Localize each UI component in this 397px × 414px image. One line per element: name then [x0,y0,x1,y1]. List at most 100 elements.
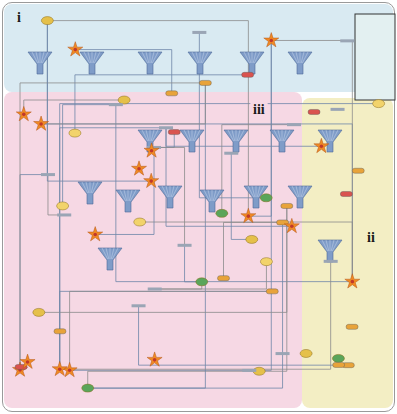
pathway-wire [166,128,292,227]
pathway-wire [222,125,294,214]
protein-pill [15,364,27,369]
text-placeholder-bar [242,369,256,372]
protein-pill [218,276,230,281]
pathway-wire [48,175,64,215]
protein-blob [118,96,130,104]
receptor-stripe [232,130,235,141]
kinase-star [68,42,83,56]
receptor-stripe [228,130,234,141]
pathway-wire [199,32,266,197]
pathway-wire [20,175,48,370]
receptor-stripe [162,186,168,197]
receptor-stripe [150,130,151,141]
receptor-stripe [151,52,154,63]
receptor-stripe [192,130,193,141]
receptor-stripe [171,186,174,197]
region-band: iii [4,92,302,408]
region-band: i [4,4,393,92]
receptor-stripe [196,52,199,63]
kinase-star [314,138,329,152]
pathway-wire [271,40,352,281]
receptor-stripe [322,240,328,251]
pathway-wire [140,222,353,282]
receptor-stripe [142,130,148,141]
receptor-symbol [158,186,182,208]
receptor-symbol [270,130,294,152]
pathway-wire [60,128,166,369]
pathway-wire [248,40,271,216]
receptor-stripe [92,182,98,193]
receptor-stripe [296,186,299,197]
pathway-wire [41,124,352,282]
receptor-stripe [253,52,256,63]
receptor-symbol [116,190,140,212]
pathway-wire [47,21,49,175]
text-placeholder-bar [148,288,162,291]
pathway-wire [41,83,205,124]
pathway-wire [70,40,272,370]
receptor-stripe [151,130,154,141]
kinase-star [16,106,31,120]
receptor-stripe [40,52,41,63]
receptor-stripe [86,182,89,193]
kinase-core [58,367,62,371]
receptor-stripe [213,190,216,201]
receptor-stripe [292,52,298,63]
protein-blob [253,367,265,375]
pathway-wire [224,222,283,278]
receptor-stripe [41,52,44,63]
protein-pill [352,168,364,173]
pathway-wire [60,104,379,370]
protein-pill [346,324,358,329]
pathway-wire [60,261,331,369]
receptor-stripe [257,186,260,197]
kinase-star [264,33,279,47]
receptor-stripe [331,130,334,141]
receptor-symbol [80,52,104,74]
receptor-stripe [36,52,39,63]
protein-pill [340,191,352,196]
receptor-stripe [188,130,191,141]
receptor-stripe [252,52,253,63]
receptor-stripe [201,52,204,63]
kinase-core [149,179,153,183]
receptor-symbol [244,186,268,208]
pathway-wire [88,83,206,388]
receptor-stripe [111,248,114,259]
text-placeholder-bar [57,213,71,216]
pathway-wire [231,153,251,239]
receptor-stripe [142,52,148,63]
protein-blob [246,235,258,243]
protein-pill [308,109,320,114]
pathway-wire [63,105,116,206]
text-placeholder-bar [192,31,206,34]
receptor-stripe [90,182,91,193]
kinase-core [150,149,154,153]
kinase-core [18,368,22,372]
protein-blob [41,17,53,25]
protein-blob [373,100,385,108]
protein-pill [54,329,66,334]
receptor-stripe [172,186,178,197]
protein-blob [82,384,94,392]
protein-blob [260,258,272,266]
receptor-stripe [84,52,90,63]
protein-pill [168,130,180,135]
receptor-stripe [170,186,171,197]
region-numeral: i [14,10,24,26]
receptor-stripe [124,190,127,201]
region-band: ii [302,98,393,408]
text-placeholder-bar [224,152,238,155]
text-placeholder-bar [159,126,173,129]
receptor-stripe [301,186,304,197]
molecule-group [13,17,385,393]
kinase-core [68,369,72,373]
pathway-wires [20,21,379,389]
kinase-core [26,360,30,364]
kinase-star [284,218,299,232]
receptor-stripe [193,130,196,141]
kinase-core [153,358,157,362]
receptor-stripe [146,52,149,63]
protein-blob [134,218,146,226]
